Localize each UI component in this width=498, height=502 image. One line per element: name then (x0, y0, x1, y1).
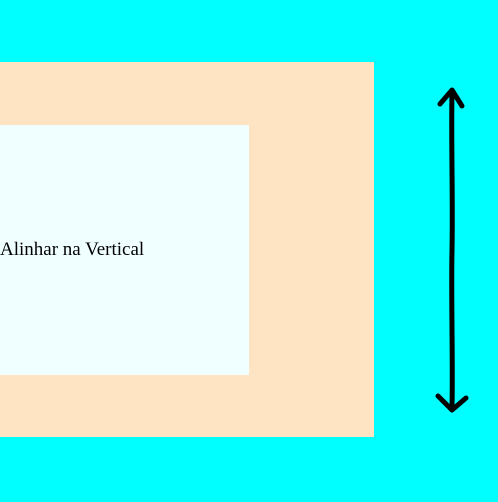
arrow-head-top (437, 87, 465, 109)
arrow-shaft (449, 89, 455, 411)
vertical-align-text: Alinhar na Vertical (0, 239, 145, 260)
inner-container: Alinhar na Vertical (0, 125, 249, 375)
arrow-head-bottom (435, 393, 469, 413)
double-vertical-arrow-icon (435, 87, 469, 413)
outer-container: Alinhar na Vertical (0, 62, 374, 437)
